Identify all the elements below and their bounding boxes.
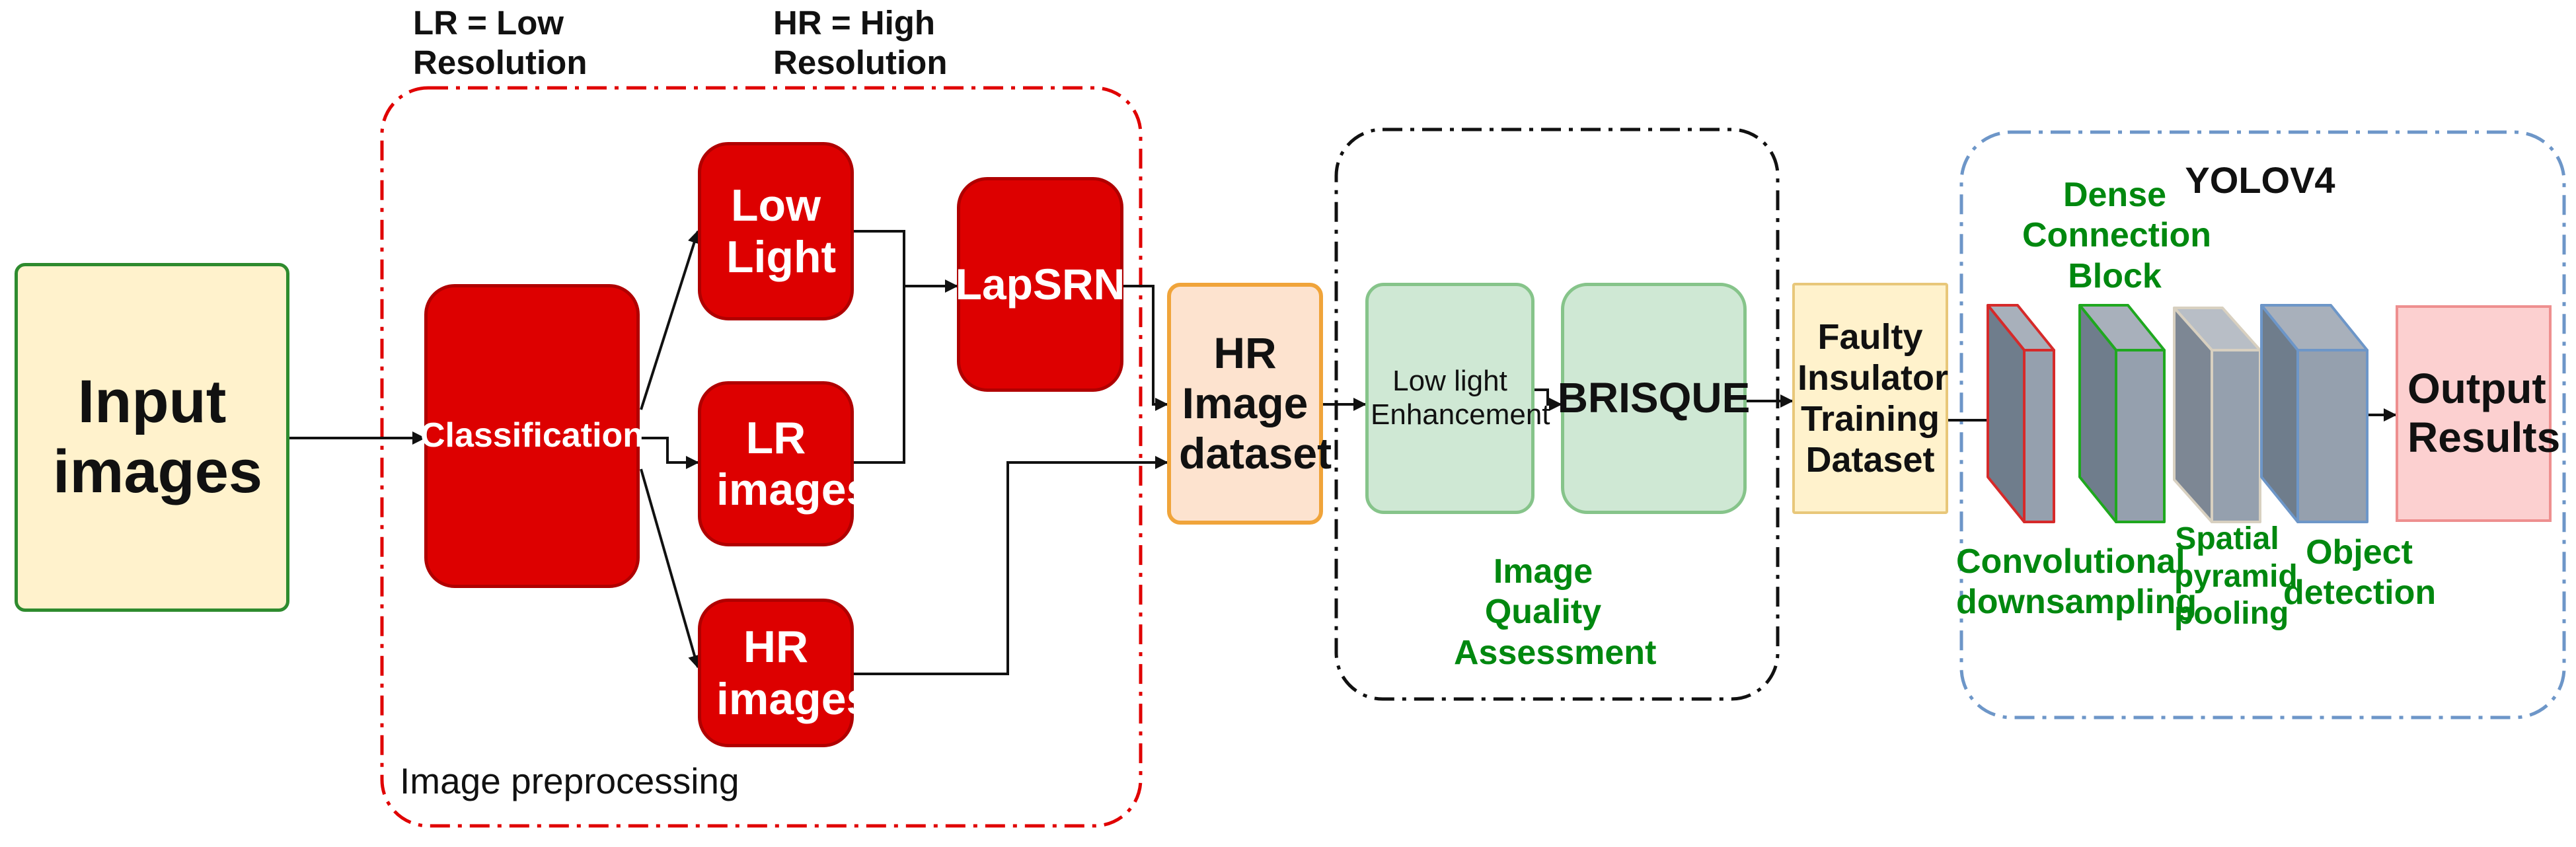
hr-dataset-label: HR Image dataset: [1179, 328, 1332, 478]
arrow-classification-to-hr: [640, 468, 701, 669]
classification-box: Classification: [420, 284, 644, 588]
enhancement-box: Low light Enhancement: [1365, 283, 1550, 514]
hr-images-box: HR images: [698, 599, 872, 747]
lapsrn-label: LapSRN: [955, 259, 1125, 309]
dense-block: [2078, 304, 2166, 523]
hr-dataset-box: HR Image dataset: [1167, 283, 1332, 525]
classification-label: Classification: [420, 416, 644, 455]
arrow-lapsrn-to-hrdataset: [1123, 285, 1168, 411]
arrow-classification-to-lr: [641, 437, 699, 469]
spp-block-label: Spatial pyramid pooling: [2174, 521, 2298, 632]
yolo-group-frame: [1959, 130, 2566, 719]
output-results-label: Output Results: [2407, 365, 2561, 461]
conv-block: [1987, 304, 2055, 523]
low-light-label: Low Light: [726, 180, 837, 282]
connectors: [289, 230, 2397, 675]
detect-block-label: Object detection: [2283, 533, 2437, 612]
arrow-enhancement-to-brisque: [1534, 388, 1562, 411]
brisque-label: BRISQUE: [1557, 374, 1751, 422]
yolo-group-label: YOLOV4: [2185, 159, 2335, 201]
low-light-box: Low Light: [698, 142, 854, 320]
line-lr-to-merge: [854, 286, 905, 464]
quality-group-frame: [1334, 128, 1780, 701]
lapsrn-box: LapSRN: [955, 177, 1125, 392]
lr-images-label: LR images: [716, 412, 872, 515]
dense-block-label: Dense Connection Block: [2022, 176, 2211, 295]
enhancement-label: Low light Enhancement: [1371, 365, 1550, 431]
conv-block-label: Convolutional downsampling: [1956, 542, 2197, 622]
training-dataset-label: Faulty Insulator Training Dataset: [1798, 316, 1949, 480]
output-results-box: Output Results: [2396, 305, 2561, 522]
brisque-box: BRISQUE: [1558, 283, 1750, 514]
spp-block: [2173, 307, 2261, 523]
input-images-label: Input images: [53, 368, 263, 505]
arrow-hr-to-hrdataset: [854, 456, 1168, 675]
quality-group-label: Image Quality Assessment: [1454, 552, 1657, 672]
input-images-box: Input images: [15, 263, 289, 612]
preprocessing-group-label: Image preprocessing: [400, 760, 739, 801]
legend-lr: LR = Low Resolution: [413, 4, 587, 82]
legend-hr: HR = High Resolution: [773, 4, 948, 82]
arrow-classification-to-lowlight: [640, 230, 701, 410]
line-lowlight-to-merge: [854, 230, 905, 286]
detect-block: [2260, 304, 2368, 523]
training-dataset-box: Faulty Insulator Training Dataset: [1792, 283, 1948, 514]
hr-images-label: HR images: [716, 622, 872, 724]
preprocessing-group-frame: [380, 86, 1143, 828]
lr-images-box: LR images: [698, 381, 872, 546]
